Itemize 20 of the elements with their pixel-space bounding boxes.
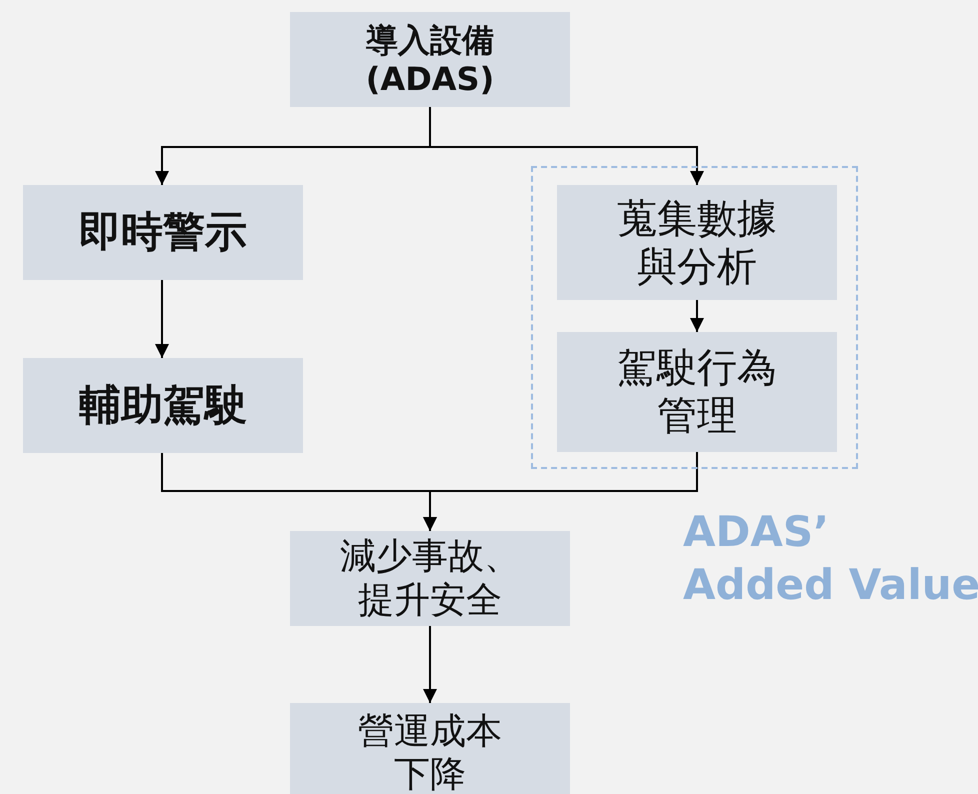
box-label: 即時警示 <box>79 207 247 258</box>
process-box <box>290 703 570 794</box>
process-box <box>557 332 837 452</box>
box-label: 營運成本下降 <box>356 710 503 794</box>
process-box <box>23 185 303 280</box>
box-label: 駕駛行為管理 <box>616 344 778 440</box>
process-box <box>23 358 303 453</box>
process-box <box>290 12 570 107</box>
box-label: 蒐集數據與分析 <box>616 194 778 290</box>
box-label: 減少事故、提升安全 <box>338 535 521 622</box>
arrow <box>155 280 169 358</box>
arrow <box>423 626 437 703</box>
arrow <box>423 452 698 531</box>
box-label: 輔助駕駛 <box>79 380 247 431</box>
box-label: 導入設備(ADAS) <box>364 21 496 98</box>
dashed-group-box <box>531 166 858 469</box>
process-box <box>290 531 570 626</box>
arrow <box>690 300 704 332</box>
arrow <box>429 107 704 185</box>
process-box <box>557 185 837 300</box>
